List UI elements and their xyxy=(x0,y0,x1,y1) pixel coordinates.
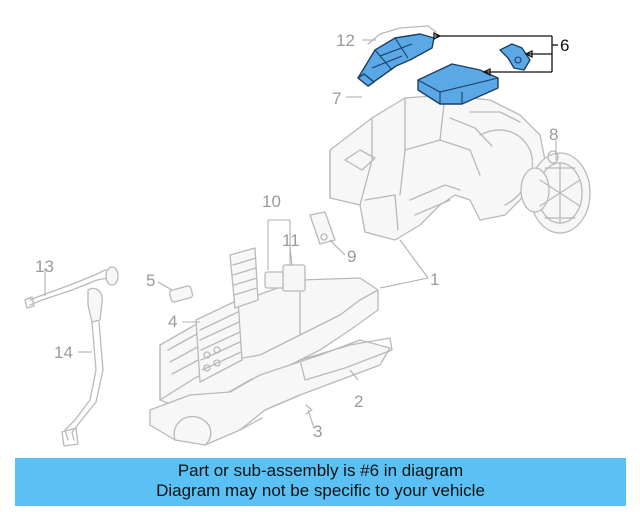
gasket-outline xyxy=(367,25,437,45)
banner-line-disclaimer: Diagram may not be specific to your vehi… xyxy=(156,481,485,500)
callout-13: 13 xyxy=(35,257,54,276)
banner-line-part: Part or sub-assembly is #6 in diagram xyxy=(177,461,464,480)
callout-14: 14 xyxy=(54,343,73,362)
small-parts xyxy=(168,211,336,415)
callout-11: 11 xyxy=(282,231,300,250)
part-notice-banner: Part or sub-assembly is #6 in diagram Di… xyxy=(15,458,626,506)
callout-3: 3 xyxy=(313,422,322,441)
parts-diagram: 12 6 7 8 1 2 3 4 5 9 10 11 13 14 xyxy=(24,25,591,447)
duct-drain xyxy=(299,337,393,381)
callout-12: 12 xyxy=(336,31,355,50)
callout-2: 2 xyxy=(354,392,363,411)
callout-10: 10 xyxy=(262,192,281,211)
blower-fan xyxy=(520,150,591,234)
leader-lines xyxy=(44,31,558,429)
callout-9: 9 xyxy=(347,247,356,266)
ac-hoses xyxy=(24,266,119,447)
callout-labels: 12 6 7 8 1 2 3 4 5 9 10 11 13 14 xyxy=(35,31,569,441)
hvac-housing xyxy=(329,94,546,241)
evaporator-core xyxy=(195,247,259,383)
callout-5: 5 xyxy=(146,271,155,290)
callout-6: 6 xyxy=(560,36,569,55)
callout-4: 4 xyxy=(168,312,177,331)
callout-1: 1 xyxy=(430,270,439,289)
highlighted-part-6 xyxy=(357,33,531,105)
callout-7: 7 xyxy=(332,89,341,108)
lower-case xyxy=(149,277,391,446)
callout-8: 8 xyxy=(549,125,558,144)
